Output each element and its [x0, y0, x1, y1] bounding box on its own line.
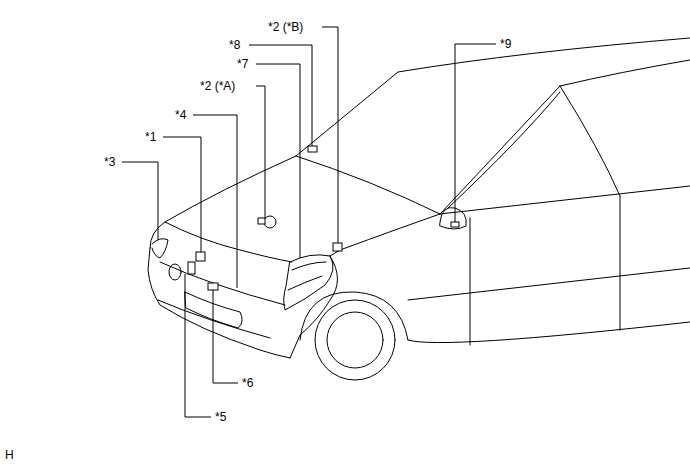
callout-number: *7 [237, 57, 248, 71]
callout-number: *2 (*A) [200, 79, 235, 93]
callout-number: *6 [242, 376, 253, 390]
callout-number: *4 [175, 108, 186, 122]
callout-number: *8 [229, 38, 240, 52]
callout-number: *3 [104, 155, 115, 169]
callout-number: *1 [145, 130, 156, 144]
callout-number: *9 [500, 37, 511, 51]
callout-number: *2 (*B) [268, 20, 303, 34]
callout-number: *5 [215, 410, 226, 424]
figure-code: H [5, 448, 14, 462]
